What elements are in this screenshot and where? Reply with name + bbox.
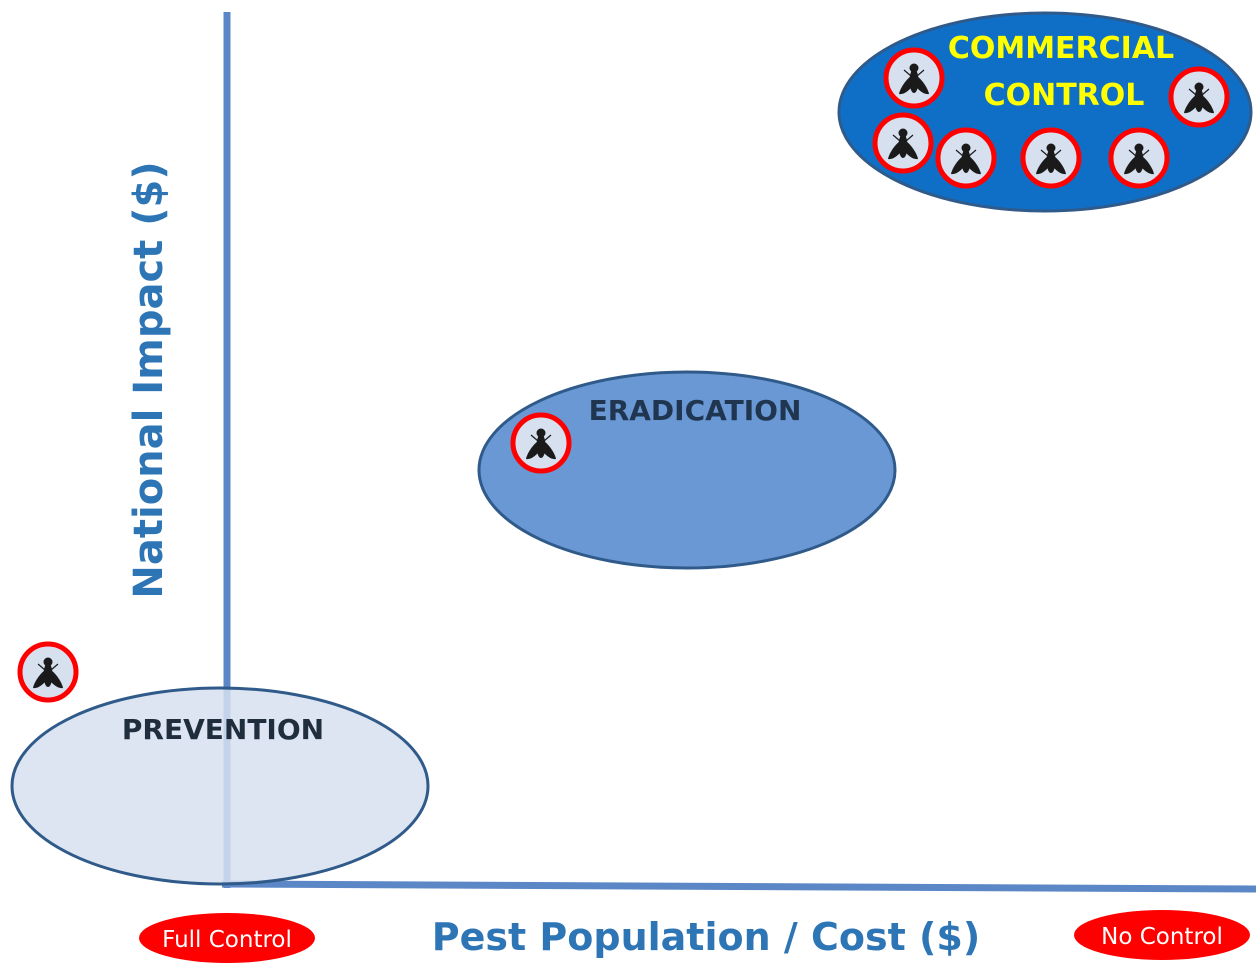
no-control-label: No Control: [1101, 924, 1223, 950]
commercial-label-line1: COMMERCIAL: [948, 31, 1174, 66]
fly-icon: [883, 47, 945, 109]
y-axis-label: National Impact ($): [126, 161, 172, 598]
commercial-label-line2: CONTROL: [984, 78, 1145, 113]
x-axis-label: Pest Population / Cost ($): [432, 915, 980, 959]
fly-icon: [872, 112, 934, 174]
no-control-badge: No Control: [1074, 910, 1250, 960]
x-axis-line: [221, 880, 1256, 893]
prevention-label: PREVENTION: [122, 713, 324, 746]
prevention-region: [10, 686, 430, 886]
fly-icon: [1108, 127, 1170, 189]
fly-icon: [1168, 66, 1230, 128]
full-control-badge: Full Control: [139, 913, 315, 963]
fly-icon: [17, 641, 79, 703]
eradication-region: [477, 370, 897, 570]
eradication-label: ERADICATION: [589, 394, 802, 427]
full-control-label: Full Control: [162, 927, 292, 953]
fly-icon: [935, 127, 997, 189]
fly-icon: [1020, 127, 1082, 189]
fly-icon: [510, 412, 572, 474]
